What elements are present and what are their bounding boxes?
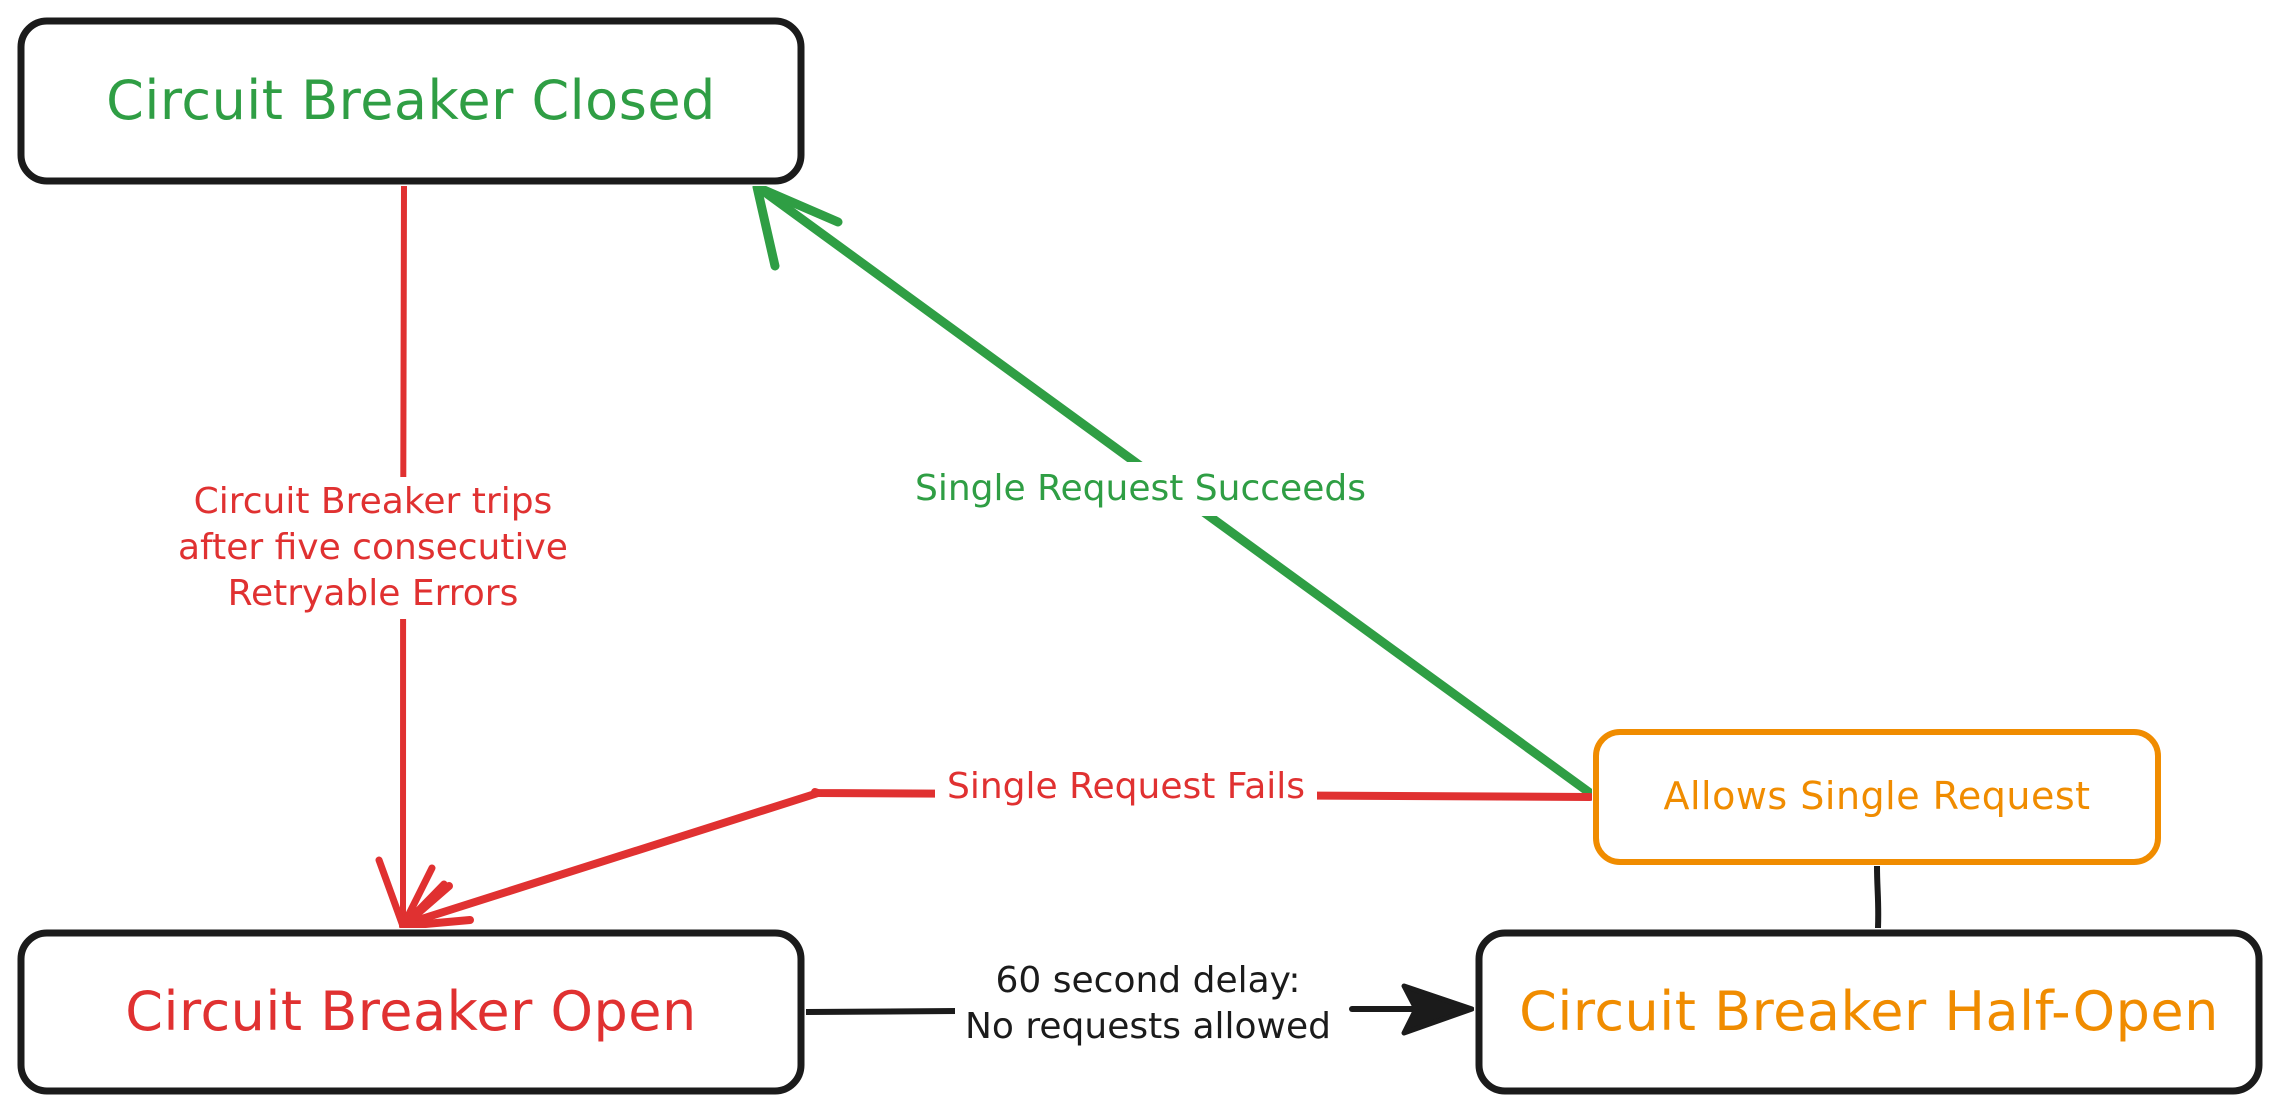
node-closed-border (17, 17, 805, 185)
edge-label-closed-to-open-line-1: Circuit Breaker trips (193, 481, 553, 522)
node-circuit-breaker-half-open[interactable]: Circuit Breaker Half-Open (1474, 928, 2264, 1096)
edge-label-open-to-half-open-line-1: 60 second delay: (995, 960, 1301, 1001)
edge-open-to-half-open (803, 983, 1475, 1036)
node-allows-label: Allows Single Request (1663, 774, 2091, 819)
edge-allows-to-open-arrowhead (399, 882, 474, 930)
edge-label-closed-to-open-line-3: Retryable Errors (227, 573, 519, 615)
edge-label-closed-to-open-line-2: after five consecutive (178, 527, 568, 569)
edge-open-to-half-open-line-left (803, 1008, 960, 1015)
edge-label-allows-to-open-line-1: Single Request Fails (947, 766, 1306, 807)
edge-allows-to-closed-arrowhead (752, 182, 843, 271)
edge-label-open-to-half-open-line-2: No requests allowed (965, 1006, 1331, 1048)
edge-allows-to-open (399, 788, 1594, 930)
edge-label-allows-to-open: Single Request Fails (935, 761, 1318, 814)
edge-label-open-to-half-open: 60 second delay: No requests allowed (955, 956, 1341, 1053)
node-half-open-label: Circuit Breaker Half-Open (1519, 980, 2219, 1044)
node-open-border (17, 929, 805, 1095)
edge-label-closed-to-open: Circuit Breaker trips after five consecu… (170, 477, 576, 620)
node-half-open-border (1475, 929, 2263, 1095)
edge-label-allows-to-closed-line-1: Single Request Succeeds (915, 468, 1366, 509)
edge-half-open-to-allows (1874, 863, 1882, 931)
edge-allows-to-open-line-diagonal (408, 789, 822, 926)
node-closed-label: Circuit Breaker Closed (106, 69, 716, 133)
node-allows-border (1593, 729, 2161, 865)
node-open-label: Circuit Breaker Open (125, 980, 697, 1044)
edge-half-open-to-allows-line (1874, 863, 1882, 931)
edge-open-to-half-open-arrowhead (1401, 983, 1475, 1036)
node-circuit-breaker-open[interactable]: Circuit Breaker Open (16, 928, 806, 1096)
edge-label-allows-to-closed: Single Request Succeeds (905, 462, 1376, 517)
node-circuit-breaker-closed[interactable]: Circuit Breaker Closed (16, 16, 806, 186)
node-allows-single-request[interactable]: Allows Single Request (1592, 728, 2162, 866)
